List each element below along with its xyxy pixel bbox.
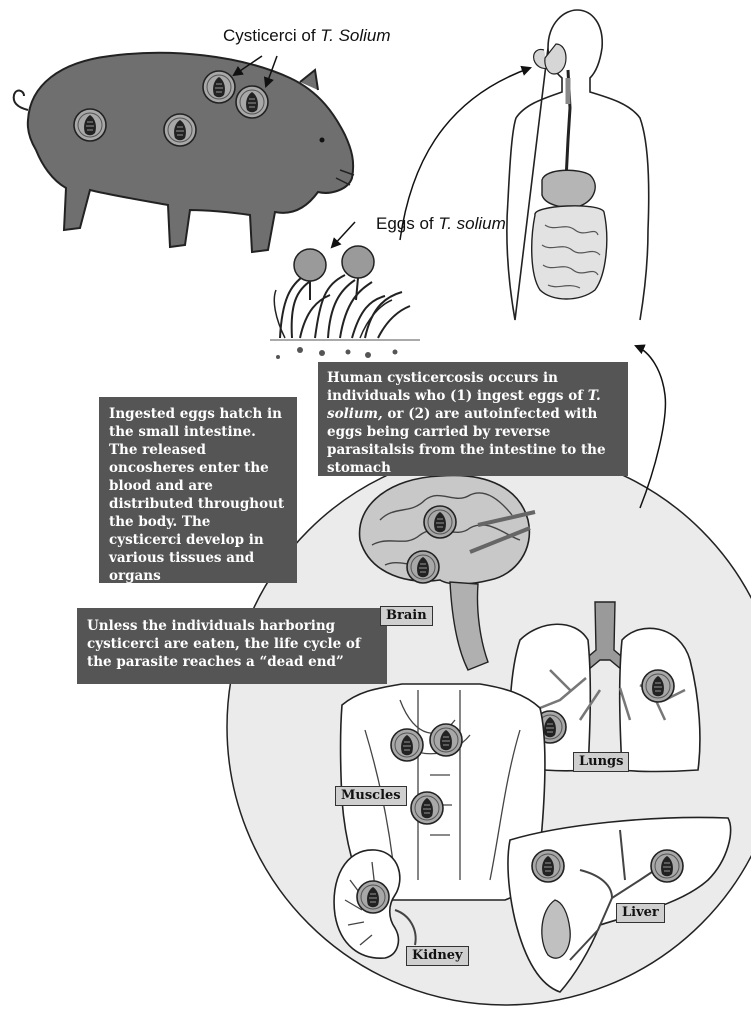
kidney-tag: Kidney — [406, 946, 469, 966]
brain-tag: Brain — [380, 606, 433, 626]
cysticerci-label: Cysticerci of T. Solium — [223, 26, 391, 46]
eggs-label-prefix: Eggs of — [376, 214, 438, 233]
muscles-tag: Muscles — [335, 786, 407, 806]
human-body-illustration — [507, 10, 649, 320]
cysticerci-label-prefix: Cysticerci of — [223, 26, 320, 45]
eggs-label: Eggs of T. solium — [376, 214, 506, 234]
liver-tag: Liver — [616, 903, 665, 923]
pig-illustration — [14, 53, 354, 252]
lungs-tag: Lungs — [573, 752, 629, 772]
human-box-text-1: Human cysticercosis occurs in individual… — [327, 370, 588, 404]
eggs-label-species: T. solium — [438, 214, 505, 233]
dead-end-box: Unless the individuals harboring cystice… — [77, 608, 387, 684]
cysticerci-label-species: T. Solium — [320, 26, 390, 45]
eggs-on-grass-illustration — [270, 246, 420, 359]
human-cysticercosis-box: Human cysticercosis occurs in individual… — [318, 362, 628, 476]
ingested-eggs-box: Ingested eggs hatch in the small intesti… — [99, 397, 297, 583]
